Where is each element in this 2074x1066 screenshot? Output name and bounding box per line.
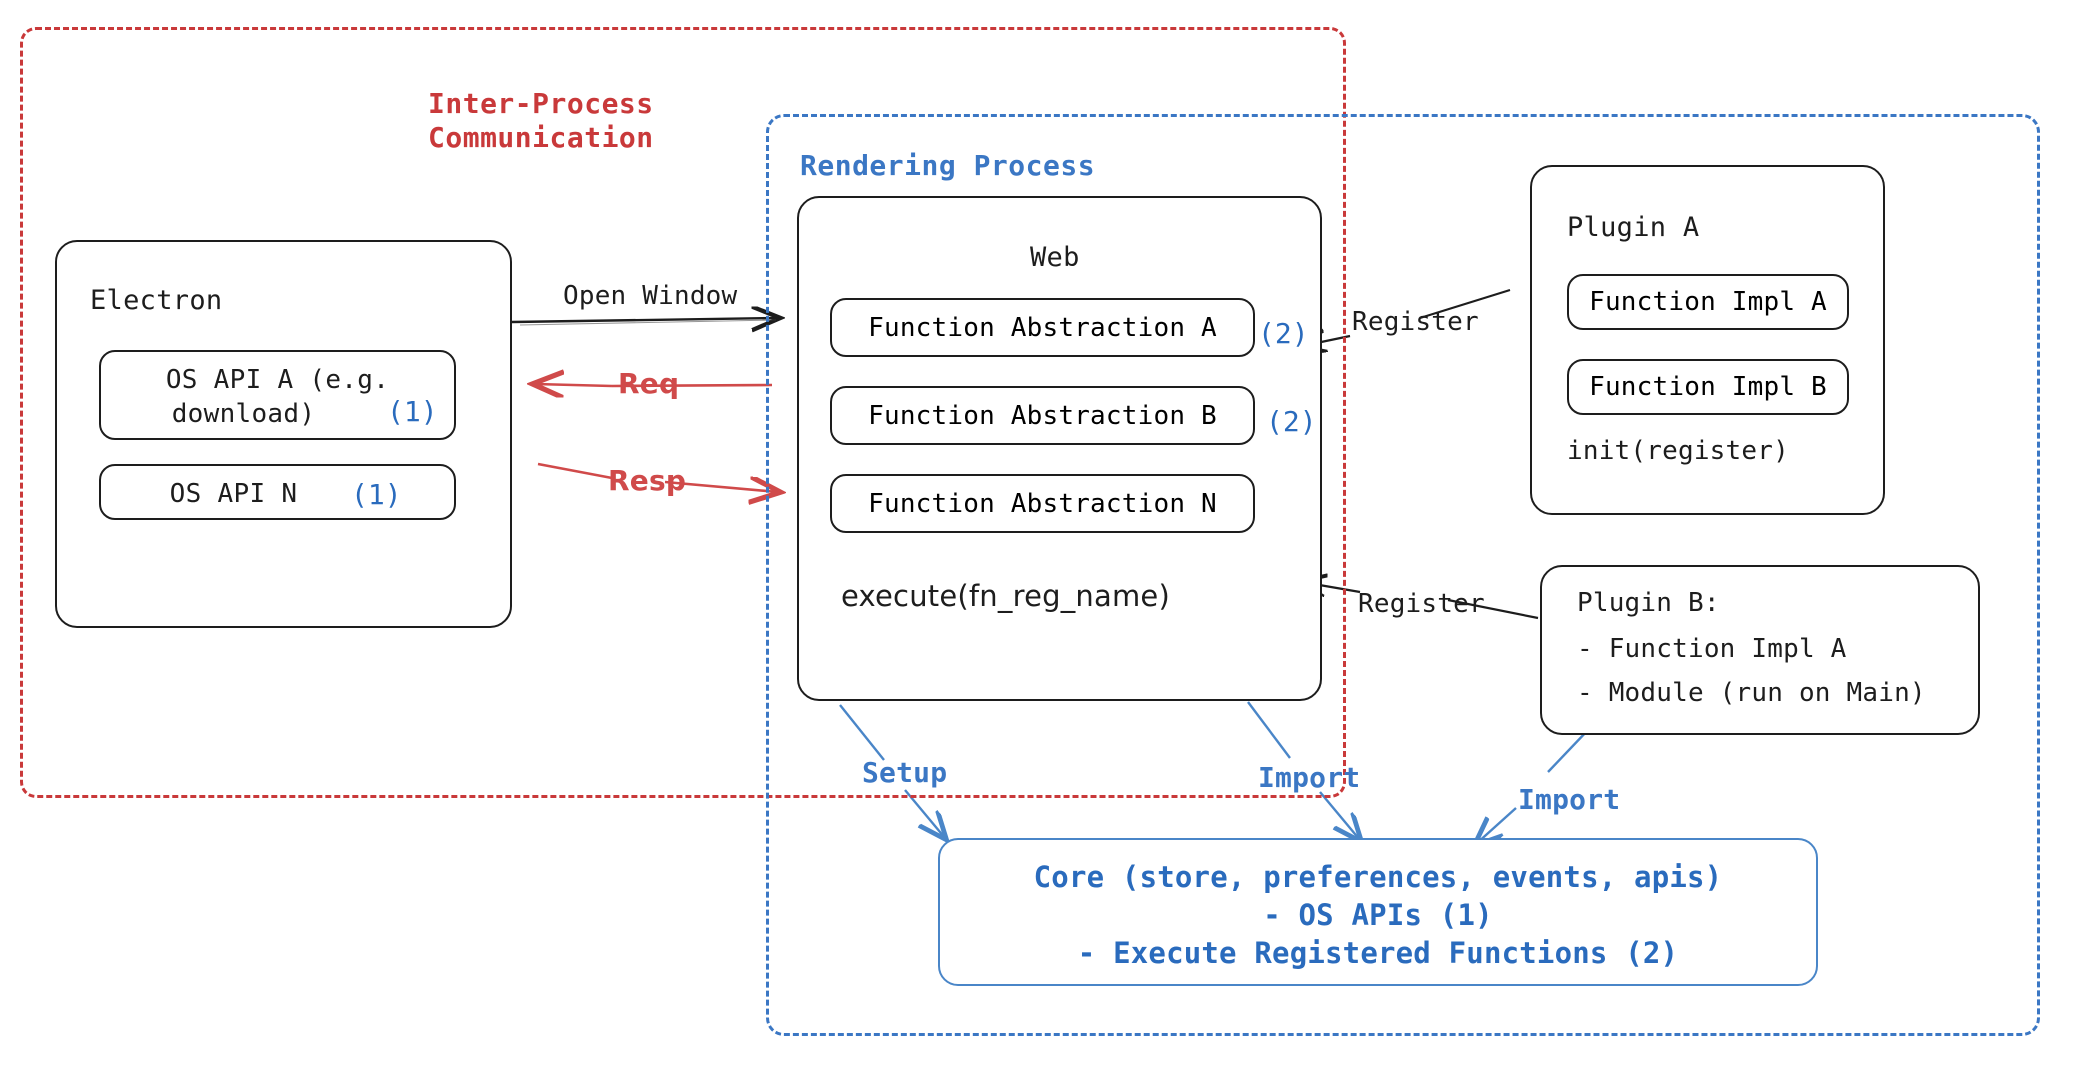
register-a-label: Register [1352, 307, 1479, 337]
function-abstraction-a-label: Function Abstraction A [868, 312, 1217, 343]
open-window-label: Open Window [563, 281, 738, 311]
register-b-label: Register [1358, 589, 1485, 619]
os-api-n-marker: (1) [351, 478, 402, 511]
os-api-n-box[interactable]: OS API N [99, 464, 456, 520]
function-impl-b-label: Function Impl B [1589, 372, 1827, 402]
function-abstraction-b-label: Function Abstraction B [868, 400, 1217, 431]
function-abstraction-a-marker: (2) [1258, 317, 1309, 350]
plugin-b-item-2: - Module (run on Main) [1577, 678, 1926, 708]
os-api-a-box[interactable]: OS API A (e.g. download) [99, 350, 456, 440]
function-abstraction-b-marker: (2) [1266, 405, 1317, 438]
web-box[interactable]: Web Function Abstraction A Function Abst… [797, 196, 1322, 701]
function-impl-a-box[interactable]: Function Impl A [1567, 274, 1849, 330]
web-execute-label: execute(fn_reg_name) [841, 579, 1170, 613]
plugin-b-title: Plugin B: [1577, 588, 1720, 618]
function-impl-b-box[interactable]: Function Impl B [1567, 359, 1849, 415]
os-api-a-label-line1: OS API A (e.g. [165, 365, 390, 395]
core-line-1: Core (store, preferences, events, apis) [1033, 860, 1723, 894]
function-abstraction-n-box[interactable]: Function Abstraction N [830, 474, 1255, 533]
import-web-label: Import [1258, 761, 1361, 794]
plugin-b-item-1: - Function Impl A [1577, 634, 1847, 664]
rendering-process-boundary [766, 114, 2040, 1036]
function-impl-a-label: Function Impl A [1589, 287, 1827, 317]
rendering-process-label: Rendering Process [800, 149, 1096, 182]
os-api-a-marker: (1) [387, 395, 438, 428]
core-line-2: - OS APIs (1) [1263, 898, 1493, 932]
import-plugin-b-label: Import [1518, 783, 1621, 816]
plugin-a-title: Plugin A [1567, 212, 1700, 243]
electron-box[interactable]: Electron OS API A (e.g. download) (1) OS… [55, 240, 512, 628]
plugin-b-box[interactable]: Plugin B: - Function Impl A - Module (ru… [1540, 565, 1980, 735]
os-api-a-label-line2: download) [171, 399, 316, 429]
web-title: Web [1030, 242, 1080, 273]
ipc-boundary [20, 27, 1346, 798]
electron-title: Electron [90, 285, 223, 316]
function-abstraction-b-box[interactable]: Function Abstraction B [830, 386, 1255, 445]
resp-label: Resp [608, 464, 687, 497]
ipc-label-line1: Inter-Process [428, 87, 654, 120]
function-abstraction-a-box[interactable]: Function Abstraction A [830, 298, 1255, 357]
os-api-n-label: OS API N [169, 479, 298, 509]
function-abstraction-n-label: Function Abstraction N [868, 488, 1217, 519]
setup-label: Setup [862, 756, 948, 789]
plugin-a-init-label: init(register) [1567, 436, 1789, 466]
ipc-label-line2: Communication [428, 121, 654, 154]
req-label: Req [618, 367, 680, 400]
core-line-3: - Execute Registered Functions (2) [1077, 936, 1679, 970]
core-box[interactable]: Core (store, preferences, events, apis) … [938, 838, 1818, 986]
plugin-a-box[interactable]: Plugin A Function Impl A Function Impl B… [1530, 165, 1885, 515]
